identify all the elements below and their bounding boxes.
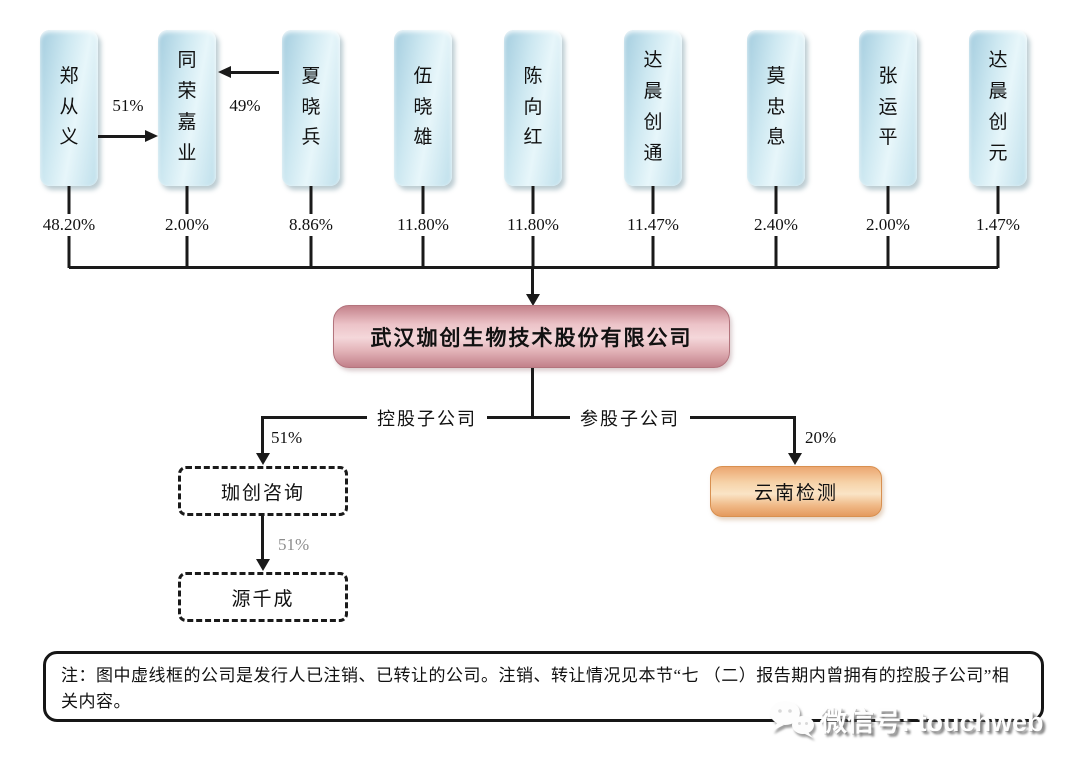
shareholder-group: 夏晓兵 8.86% bbox=[282, 30, 340, 268]
subsidiary-name: 云南检测 bbox=[753, 483, 838, 504]
company-box: 武汉珈创生物技术股份有限公司 bbox=[333, 305, 730, 368]
subsidiary-box-solid: 云南检测 bbox=[710, 466, 882, 517]
subsidiary-name: 源千成 bbox=[231, 588, 295, 610]
shareholder-percent: 2.40% bbox=[751, 214, 801, 236]
connector-line bbox=[261, 416, 264, 455]
shareholder-name: 莫忠息 bbox=[766, 65, 786, 149]
subsidiary-percent: 51% bbox=[278, 535, 310, 554]
wechat-icon bbox=[768, 698, 816, 740]
shareholder-group: 陈向红 11.80% bbox=[504, 30, 562, 268]
shareholder-group: 达晨创元 1.47% bbox=[969, 30, 1027, 268]
connector-line bbox=[793, 416, 796, 455]
subsidiary-percent: 20% bbox=[805, 428, 837, 447]
shareholder-name: 伍晓雄 bbox=[413, 65, 433, 149]
cross-holding-percent: 51% bbox=[112, 96, 144, 115]
shareholder-group: 同荣嘉业 2.00% bbox=[158, 30, 216, 268]
connector-line bbox=[531, 368, 534, 418]
subsidiary-percent: 51% bbox=[271, 428, 303, 447]
shareholder-group: 达晨创通 11.47% bbox=[624, 30, 682, 268]
cross-holding-percent: 49% bbox=[229, 96, 261, 115]
shareholder-percent: 2.00% bbox=[863, 214, 913, 236]
connector-line bbox=[531, 266, 534, 296]
arrow-down-icon bbox=[256, 559, 270, 571]
connector-branch-line bbox=[262, 416, 795, 419]
shareholder-group: 莫忠息 2.40% bbox=[747, 30, 805, 268]
subsidiary-box-dashed: 珈创咨询 bbox=[178, 466, 348, 516]
connector-line bbox=[98, 135, 147, 138]
arrow-right-icon bbox=[145, 130, 158, 142]
shareholder-name: 郑从义 bbox=[59, 65, 79, 149]
footnote-text: 注：图中虚线框的公司是发行人已注销、已转让的公司。注销、转让情况见本节“七 （二… bbox=[61, 666, 1010, 711]
branch-label-controlled: 控股子公司 bbox=[367, 405, 487, 431]
watermark: 微信号: touchweb bbox=[768, 698, 1044, 740]
shareholder-name: 同荣嘉业 bbox=[177, 50, 197, 164]
shareholder-percent: 1.47% bbox=[973, 214, 1023, 236]
arrow-down-icon bbox=[526, 294, 540, 306]
shareholder-name: 陈向红 bbox=[523, 65, 543, 149]
shareholder-box: 同荣嘉业 bbox=[158, 30, 216, 186]
shareholder-box: 陈向红 bbox=[504, 30, 562, 186]
shareholder-percent: 11.47% bbox=[624, 214, 682, 236]
branch-label-participating: 参股子公司 bbox=[570, 405, 690, 431]
shareholder-box: 夏晓兵 bbox=[282, 30, 340, 186]
shareholder-name: 张运平 bbox=[878, 65, 898, 149]
watermark-text: 微信号: touchweb bbox=[820, 706, 1044, 737]
connector-line bbox=[230, 71, 279, 74]
shareholder-group: 伍晓雄 11.80% bbox=[394, 30, 452, 268]
shareholder-name: 达晨创通 bbox=[643, 50, 663, 164]
shareholder-percent: 8.86% bbox=[286, 214, 336, 236]
company-name: 武汉珈创生物技术股份有限公司 bbox=[370, 325, 693, 350]
shareholder-box: 达晨创元 bbox=[969, 30, 1027, 186]
shareholder-box: 郑从义 bbox=[40, 30, 98, 186]
connector-line bbox=[261, 516, 264, 561]
shareholder-percent: 11.80% bbox=[504, 214, 562, 236]
shareholder-box: 伍晓雄 bbox=[394, 30, 452, 186]
arrow-left-icon bbox=[218, 66, 231, 78]
shareholder-box: 张运平 bbox=[859, 30, 917, 186]
shareholder-group: 张运平 2.00% bbox=[859, 30, 917, 268]
shareholder-box: 莫忠息 bbox=[747, 30, 805, 186]
shareholder-group: 郑从义 48.20% bbox=[39, 30, 99, 268]
arrow-down-icon bbox=[788, 453, 802, 465]
shareholder-percent: 11.80% bbox=[394, 214, 452, 236]
shareholder-percent: 48.20% bbox=[39, 214, 99, 236]
shareholder-name: 夏晓兵 bbox=[301, 65, 321, 149]
footnote-box: 注：图中虚线框的公司是发行人已注销、已转让的公司。注销、转让情况见本节“七 （二… bbox=[43, 651, 1044, 722]
subsidiary-box-dashed: 源千成 bbox=[178, 572, 348, 622]
arrow-down-icon bbox=[256, 453, 270, 465]
shareholder-name: 达晨创元 bbox=[988, 50, 1008, 164]
shareholder-percent: 2.00% bbox=[162, 214, 212, 236]
shareholder-box: 达晨创通 bbox=[624, 30, 682, 186]
subsidiary-name: 珈创咨询 bbox=[220, 482, 305, 504]
